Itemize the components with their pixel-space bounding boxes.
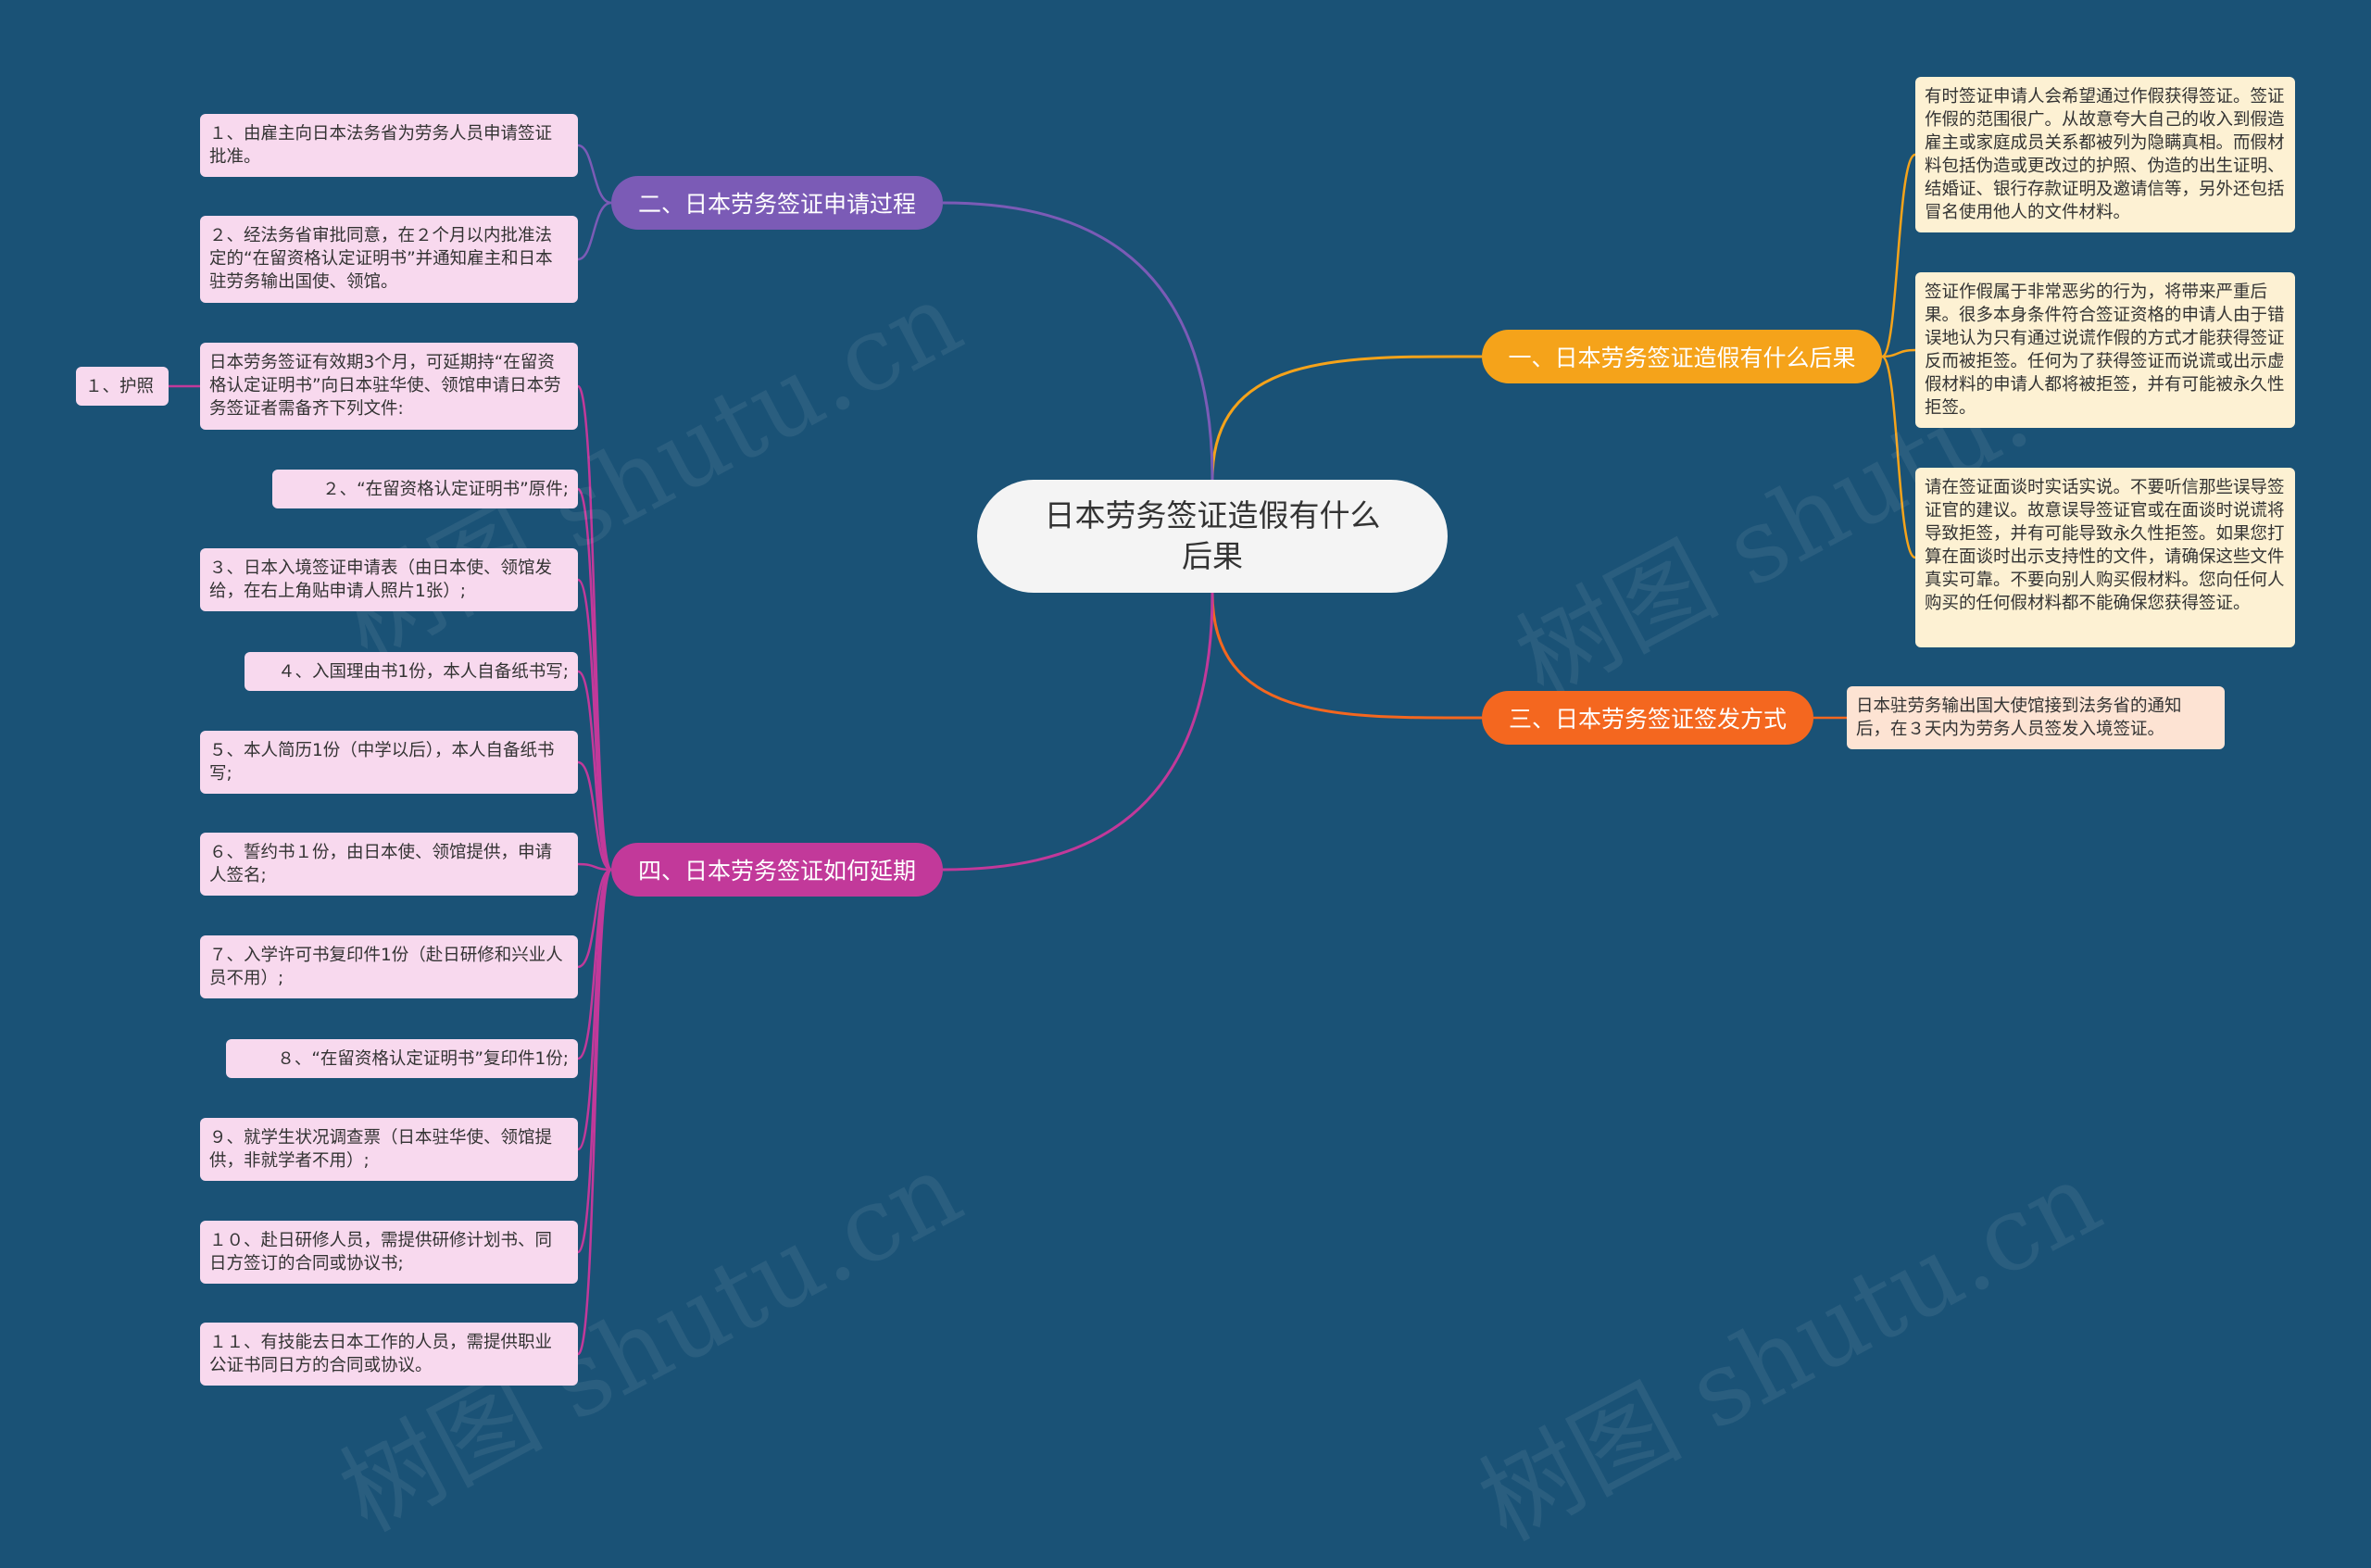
link-branch-4-leaf-6 [577, 862, 612, 872]
leaf-extension-4[interactable]: ４、入国理由书1份，本人自备纸书写; [245, 652, 578, 691]
leaf-issuance-1[interactable]: 日本驻劳务输出国大使馆接到法务省的通知后，在３天内为劳务人员签发入境签证。 [1847, 686, 2225, 749]
leaf-extension-6[interactable]: ６、誓约书１份，由日本使、领馆提供，申请人签名; [200, 833, 578, 896]
link-branch-4-leaf-5 [577, 760, 612, 872]
mind-map: 树图 shutu.cn 树图 shutu.cn 树图 shutu.cn 树图 s… [76, 77, 2295, 1563]
link-root-branch-3 [1211, 592, 1483, 720]
leaf-consequence-2[interactable]: 签证作假属于非常恶劣的行为，将带来严重后果。很多本身条件符合签证资格的申请人由于… [1915, 272, 2295, 428]
leaf-consequence-1[interactable]: 有时签证申请人会希望通过作假获得签证。签证作假的范围很广。从故意夸大自己的收入到… [1915, 77, 2295, 232]
link-branch-1-leaf-2 [1881, 348, 1916, 358]
link-root-branch-4 [942, 592, 1214, 872]
leaf-extension-3[interactable]: ３、日本入境签证申请表（由日本使、领馆发给，在右上角贴申请人照片1张）; [200, 548, 578, 611]
leaf-process-1[interactable]: １、由雇主向日本法务省为劳务人员申请签证批准。 [200, 114, 578, 177]
branch-issuance-method[interactable]: 三、日本劳务签证签发方式 [1482, 691, 1813, 745]
leaf-extension-11[interactable]: １１、有技能去日本工作的人员，需提供职业公证书同日方的合同或协议。 [200, 1323, 578, 1386]
link-branch-4-leaf-11 [576, 868, 613, 1356]
leaf-extension-1[interactable]: 日本劳务签证有效期3个月，可延期持“在留资格认定证明书”向日本驻华使、领馆申请日… [200, 343, 578, 430]
leaf-process-2[interactable]: ２、经法务省审批同意，在２个月以内批准法定的“在留资格认定证明书”并通知雇主和日… [200, 216, 578, 303]
link-branch-4-leaf-4 [577, 670, 612, 872]
branch-consequences[interactable]: 一、日本劳务签证造假有什么后果 [1482, 330, 1882, 383]
link-branch-2-leaf-2 [577, 201, 612, 261]
link-root-branch-1 [1211, 355, 1483, 481]
branch-extension[interactable]: 四、日本劳务签证如何延期 [611, 843, 943, 897]
leaf-extension-7[interactable]: ７、入学许可书复印件1份（赴日研修和兴业人员不用）; [200, 935, 578, 998]
link-branch-1-leaf-1 [1881, 153, 1916, 358]
link-branch-1-leaf-3 [1880, 355, 1916, 559]
link-branch-2-leaf-1 [577, 144, 612, 205]
leaf-extension-5[interactable]: ５、本人简历1份（中学以后），本人自备纸书写; [200, 731, 578, 794]
leaf-extension-9[interactable]: ９、就学生状况调查票（日本驻华使、领馆提供，非就学者不用）; [200, 1118, 578, 1181]
leaf-passport[interactable]: １、护照 [76, 367, 169, 406]
link-root-branch-2 [942, 201, 1214, 481]
leaf-consequence-3[interactable]: 请在签证面谈时实话实说。不要听信那些误导签证官的建议。故意误导签证官或在面谈时说… [1915, 468, 2295, 647]
link-branch-4-leaf-7 [577, 868, 612, 969]
link-branch-4-leaf-1 [576, 384, 613, 872]
link-branch-4-leaf-3 [576, 578, 613, 872]
leaf-extension-10[interactable]: １０、赴日研修人员，需提供研修计划书、同日方签订的合同或协议书; [200, 1221, 578, 1284]
branch-application-process[interactable]: 二、日本劳务签证申请过程 [611, 176, 943, 230]
leaf-extension-2[interactable]: ２、“在留资格认定证明书”原件; [272, 470, 578, 508]
root-topic[interactable]: 日本劳务签证造假有什么后果 [977, 480, 1448, 593]
connector-lines [169, 144, 1916, 1356]
leaf-extension-8[interactable]: ８、“在留资格认定证明书”复印件1份; [226, 1039, 578, 1078]
